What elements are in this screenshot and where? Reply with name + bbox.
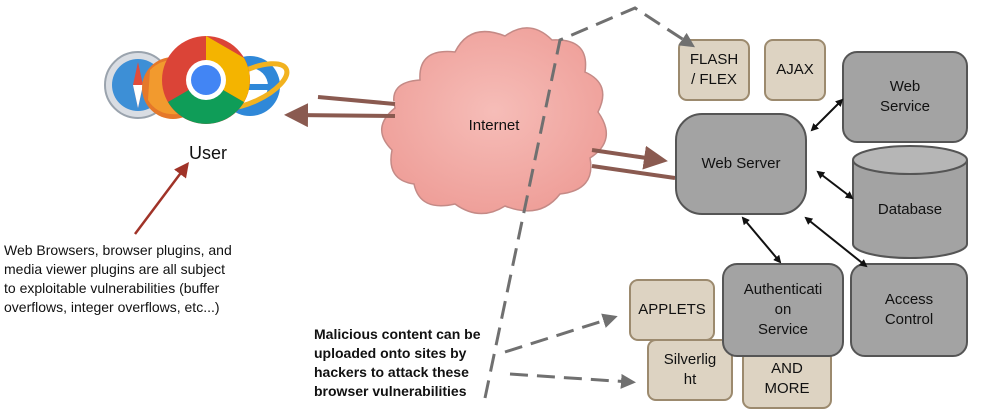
access-control-node: [850, 263, 968, 357]
connector-arrows: [741, 98, 868, 268]
internet-label: Internet: [468, 117, 520, 134]
browser-vulnerabilities-note: Web Browsers, browser plugins, and media…: [4, 242, 232, 315]
flash-flex-node: [678, 39, 750, 101]
database-label: Database: [877, 201, 943, 218]
ajax-label: AJAX: [776, 61, 814, 78]
user-label: User: [188, 143, 227, 163]
flash-flex-label: FLASH/ FLEX: [689, 51, 739, 88]
database-node: [852, 145, 968, 259]
web-server-label: Web Server: [701, 155, 781, 172]
silverlight-node: [647, 339, 733, 401]
internet-cloud: [381, 27, 607, 215]
web-server-node: [675, 113, 807, 215]
malicious-content-note: Malicious content can be uploaded onto s…: [314, 326, 481, 399]
attack-paths: [483, 6, 696, 399]
chrome-icon: [162, 36, 250, 124]
applets-label: APPLETS: [638, 301, 706, 318]
user-pointer-arrow: [134, 162, 189, 235]
web-service-node: [842, 51, 968, 143]
ajax-node: [764, 39, 826, 101]
traffic-arrows: [284, 94, 676, 180]
auth-service-node: [722, 263, 844, 357]
